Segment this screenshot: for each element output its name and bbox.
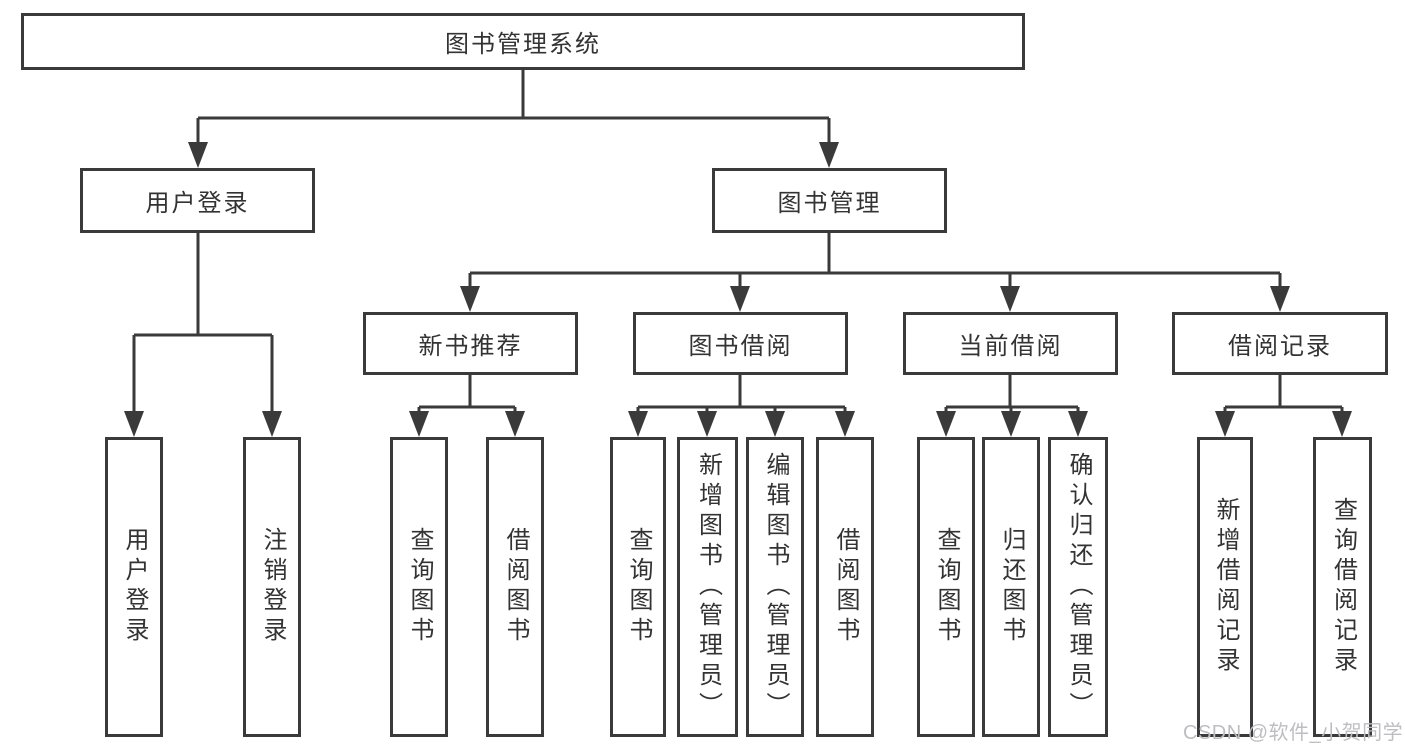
node-leaf-br-add-record-label: 新增借阅记录: [1212, 497, 1239, 677]
node-new-book-recommend: 新书推荐: [363, 312, 578, 375]
node-leaf-logout-label: 注销登录: [259, 527, 286, 647]
node-leaf-br-add-record: 新增借阅记录: [1197, 437, 1253, 737]
node-leaf-br-query-record: 查询借阅记录: [1313, 437, 1372, 737]
node-leaf-bb-add-books-admin-label: 新增图书（管理员）: [694, 452, 722, 722]
node-leaf-nbr-borrow-books-label: 借阅图书: [502, 527, 529, 647]
node-leaf-cb-confirm-return-admin: 确认归还（管理员）: [1048, 437, 1108, 737]
node-leaf-nbr-query-books: 查询图书: [390, 437, 448, 737]
connector-bookmgmt-to-level3: [468, 233, 1282, 290]
node-leaf-logout: 注销登录: [243, 437, 301, 737]
node-leaf-bb-add-books-admin: 新增图书（管理员）: [677, 437, 738, 737]
node-borrowing-records: 借阅记录: [1172, 312, 1388, 375]
csdn-watermark: CSDN @软件_小贺同学: [1183, 722, 1404, 744]
node-user-login-module-label: 用户登录: [145, 190, 250, 217]
node-leaf-bb-borrow-books: 借阅图书: [816, 437, 874, 737]
node-root-system-label: 图书管理系统: [445, 31, 601, 58]
node-leaf-cb-return-books: 归还图书: [982, 437, 1040, 737]
node-user-login-module: 用户登录: [80, 168, 315, 233]
node-leaf-user-login: 用户登录: [105, 437, 163, 737]
node-leaf-cb-return-books-label: 归还图书: [998, 527, 1025, 647]
node-leaf-cb-confirm-return-admin-label: 确认归还（管理员）: [1065, 452, 1092, 722]
node-leaf-cb-query-books-label: 查询图书: [933, 527, 960, 647]
connector-userlogin-to-children: [132, 233, 274, 415]
node-leaf-bb-query-books-label: 查询图书: [625, 527, 652, 647]
node-book-borrowing-label: 图书借阅: [688, 333, 793, 360]
node-new-book-recommend-label: 新书推荐: [418, 333, 523, 360]
connector-bookborrow-to-children: [636, 375, 847, 419]
node-leaf-nbr-query-books-label: 查询图书: [406, 527, 433, 647]
connector-root-to-level2: [196, 70, 831, 146]
node-current-borrowing: 当前借阅: [903, 312, 1118, 375]
node-borrowing-records-label: 借阅记录: [1228, 333, 1332, 360]
node-leaf-bb-query-books: 查询图书: [610, 437, 666, 737]
node-leaf-nbr-borrow-books: 借阅图书: [486, 437, 544, 737]
node-root-system: 图书管理系统: [21, 13, 1025, 70]
arrowhead-icons: [124, 142, 1352, 437]
node-leaf-br-query-record-label: 查询借阅记录: [1329, 497, 1357, 677]
node-leaf-cb-query-books: 查询图书: [917, 437, 975, 737]
node-book-management-label: 图书管理: [777, 190, 882, 217]
connector-newbookrec-to-children: [417, 375, 517, 419]
node-book-management: 图书管理: [712, 168, 947, 233]
node-book-borrowing: 图书借阅: [633, 312, 848, 375]
node-leaf-bb-edit-books-admin: 编辑图书（管理员）: [746, 437, 804, 737]
node-leaf-user-login-label: 用户登录: [121, 527, 148, 647]
node-leaf-bb-edit-books-admin-label: 编辑图书（管理员）: [762, 452, 789, 722]
connector-borrowrecords-to-children: [1223, 375, 1344, 419]
node-leaf-bb-borrow-books-label: 借阅图书: [832, 527, 859, 647]
node-current-borrowing-label: 当前借阅: [958, 333, 1063, 360]
